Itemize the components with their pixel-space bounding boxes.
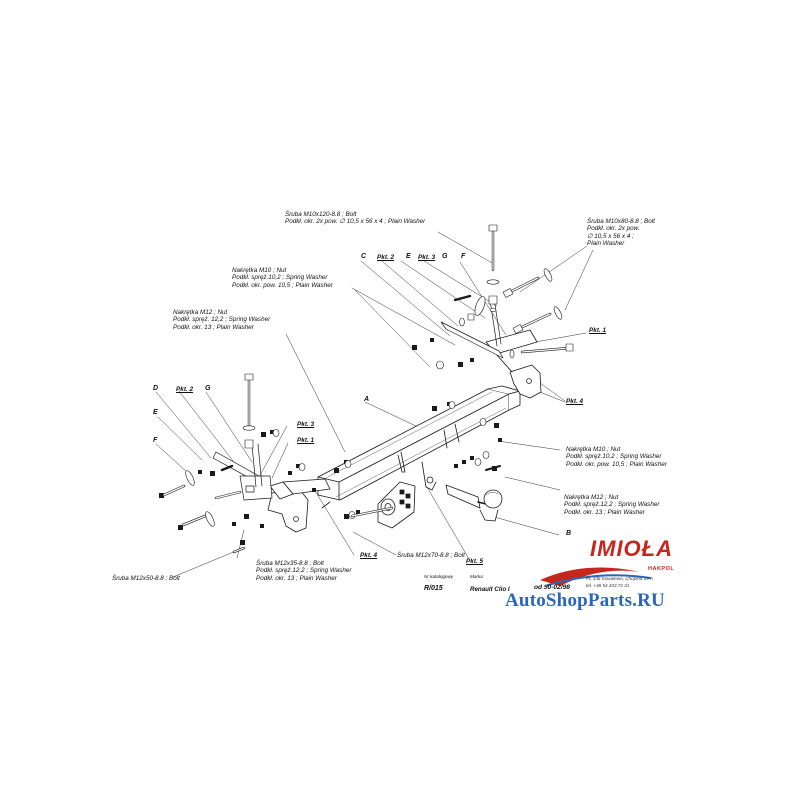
manufacturer-phone: tel. +48 54 433 72 31: [586, 583, 630, 588]
callout-line: Podkł. okr. 13 ; Plain Washer: [173, 323, 254, 331]
callout-line: Podkł. okr. pow. 10,5 ; Plain Washer: [232, 281, 333, 289]
point-marker-pkt3-top: Pkt. 3: [418, 254, 436, 261]
callout-bolt-m12x35: Śruba M12x35-8.8 ; Bolt Podkł. spręż.12,…: [256, 560, 351, 582]
socket-and-ball: [377, 461, 503, 529]
callout-bolt-m10x80: Śruba M10x80-8.8 ; Bolt Podkł. okr. 2x p…: [587, 218, 655, 248]
point-marker-pkt4-bottom: Pkt. 4: [360, 552, 378, 559]
point-marker-pkt2-top: Pkt. 2: [377, 254, 395, 261]
callout-nut-m12-right: Nakrętka M12 ; Nut Podkł. spręż.12,2 ; S…: [564, 494, 659, 516]
point-marker-pkt3-left: Pkt. 3: [297, 421, 315, 428]
part-letter-c: C: [361, 253, 367, 260]
catalog-number-label: Nr katalogowy: [424, 574, 454, 579]
catalog-number-value: R/015: [424, 585, 443, 592]
fasteners: [159, 224, 574, 554]
callout-line: Podkł. spręż.10,2 ; Spring Washer: [232, 274, 328, 282]
callout-line: Podkł. spręż. 12,2 ; Spring Washer: [173, 316, 271, 324]
callout-line: Nakrętka M12 ; Nut: [564, 494, 619, 501]
production-date: od 90-02/98: [534, 584, 570, 591]
part-letter-e-left: E: [153, 409, 158, 416]
callout-line: Nakrętka M12 ; Nut: [173, 309, 228, 316]
point-marker-pkt2-left: Pkt. 2: [176, 386, 194, 393]
callout-line: Podkł. spręż.10,2 ; Spring Washer: [566, 453, 662, 461]
callout-nut-m12-left: Nakrętka M12 ; Nut Podkł. spręż. 12,2 ; …: [173, 309, 270, 331]
callout-line: Podkł. okr. 2x pow.: [587, 225, 640, 233]
upper-strap: [440, 297, 504, 359]
callout-line: ∅ 10,5 x 56 x 4 ;: [587, 232, 634, 240]
part-letter-e: E: [406, 253, 411, 260]
part-letter-g-left: G: [205, 385, 211, 392]
point-marker-pkt1-left: Pkt. 1: [297, 437, 315, 444]
leader-lines: [155, 231, 594, 578]
manufacturer-sublogo: HAKPOL: [648, 566, 675, 572]
part-letter-g: G: [442, 253, 448, 260]
callout-nut-m10-right: Nakrętka M10 ; Nut Podkł. spręż.10,2 ; S…: [566, 446, 667, 468]
manufacturer-logo: IMIOŁA: [590, 536, 673, 561]
callout-line: Nakrętka M10 ; Nut: [232, 267, 287, 274]
left-strap: [212, 443, 273, 501]
point-marker-pkt4-right: Pkt. 4: [566, 398, 584, 405]
point-marker-pkt1-top: Pkt. 1: [589, 327, 607, 334]
brand-swoosh: [540, 567, 651, 586]
callout-line: Śruba M12x50-8.8 ; Bolt: [112, 575, 180, 582]
watermark-shop-name: AutoShopParts.RU: [505, 590, 665, 611]
callout-line: Podkł. okr. pow. 10,5 ; Plain Washer: [566, 460, 667, 468]
callout-line: Śruba M12x70-8.8 ; Bolt: [397, 552, 465, 559]
callout-line: Podkł. spręż.12,2 ; Spring Washer: [564, 501, 660, 509]
callout-bolt-m10x120: Śruba M10x120-8.8 ; Bolt Podkł. okr. 2x …: [285, 211, 425, 226]
callout-line: Podkł. okr. 13 ; Plain Washer: [256, 574, 337, 582]
part-letter-b: B: [566, 530, 572, 537]
right-bracket: [485, 329, 542, 399]
crossbar-a: [317, 385, 521, 509]
part-letter-f: F: [461, 253, 466, 260]
callout-line: Nakrętka M10 ; Nut: [566, 446, 621, 453]
callout-bolt-m12x70: Śruba M12x70-8.8 ; Bolt: [397, 552, 465, 559]
callout-bolt-m12x50: Śruba M12x50-8.8 ; Bolt: [112, 575, 180, 582]
part-letter-d: D: [153, 385, 159, 392]
manufacturer-address: PL 338 Kowalewo, Chopina 19 A: [586, 576, 653, 581]
callout-line: Plain Washer: [587, 240, 625, 248]
callout-line: Podkł. spręż.12,2 ; Spring Washer: [256, 567, 352, 575]
callout-line: Podkł. okr. 2x pow. ∅ 10,5 x 56 x 4 ; Pl…: [285, 218, 426, 226]
left-bracket: [267, 478, 331, 533]
callout-line: Śruba M10x80-8.8 ; Bolt: [587, 218, 655, 225]
callout-line: Śruba M12x35-8.8 ; Bolt: [256, 560, 324, 567]
make-label: Marka: [470, 574, 483, 579]
callout-line: Śruba M10x120-8.8 ; Bolt: [285, 211, 357, 218]
callout-line: Podkł. okr. 13 ; Plain Washer: [564, 508, 645, 516]
part-letter-f-left: F: [153, 437, 158, 444]
part-letter-a: A: [364, 396, 370, 403]
point-marker-pkt5: Pkt. 5: [466, 558, 484, 565]
make-value: Renault Clio I: [470, 586, 510, 593]
callout-nut-m10-upper: Nakrętka M10 ; Nut Podkł. spręż.10,2 ; S…: [232, 267, 333, 289]
